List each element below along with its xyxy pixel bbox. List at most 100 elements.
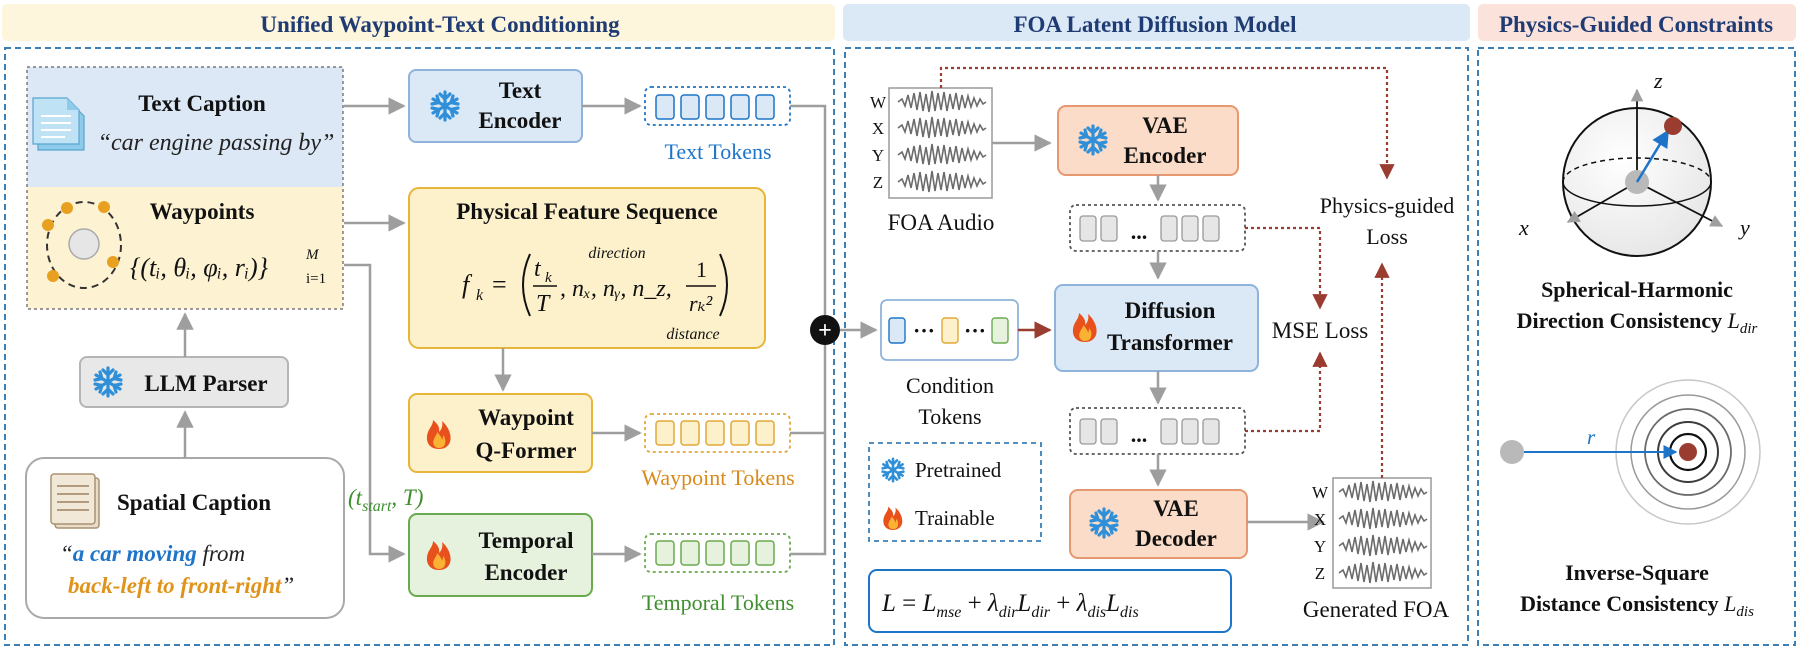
formula-f: f	[462, 270, 473, 299]
gen-channel-z: Z	[1315, 564, 1325, 583]
merge-line-temporal	[790, 433, 827, 556]
waypoint-tokens	[644, 413, 791, 453]
merge-line-waypoint	[790, 345, 827, 435]
sphere-illustration	[1562, 88, 1724, 257]
foa-channel-w: W	[870, 93, 887, 112]
condition-ellipsis-2: ···	[964, 318, 986, 343]
caption-waypoint-frame	[26, 66, 344, 310]
generated-foa-label: Generated FOA	[1303, 597, 1450, 622]
formula-right-paren	[719, 253, 728, 317]
latent-bottom-ellipsis: ...	[1131, 422, 1148, 447]
text-encoder-line1: Text	[499, 78, 542, 103]
text-caption-title: Text Caption	[138, 91, 266, 116]
gen-channel-y: Y	[1314, 537, 1326, 556]
formula-left-paren	[522, 253, 531, 317]
axis-y-label: y	[1738, 215, 1750, 240]
waypoints-title: Waypoints	[150, 199, 255, 224]
condition-tokens	[880, 299, 1019, 361]
diffusion-transformer-box	[1054, 284, 1259, 372]
scroll-icon	[50, 473, 100, 529]
time-label: (tstart, T)	[348, 485, 423, 515]
gen-channel-x: X	[1314, 510, 1326, 529]
loss-formula: L = Lmse + λdirLdir + λdisLdis	[881, 590, 1139, 621]
physical-feature-formula: f k = t k T , nₓ, nᵧ, n_z, 1 rₖ²	[462, 253, 728, 317]
foa-channel-z: Z	[873, 173, 883, 192]
formula-r-k-squared: rₖ²	[689, 291, 713, 316]
distance-constraint-line2: Distance Consistency Ldis	[1520, 591, 1754, 620]
text-tokens-label: Text Tokens	[664, 139, 771, 164]
panel-border-conditioning	[4, 47, 835, 646]
arrow-waypoints-to-temporal	[344, 263, 406, 563]
panel-title-physics: Physics-Guided Constraints	[1499, 12, 1773, 37]
formula-one: 1	[696, 257, 707, 282]
waypoint-qformer-line2: Q-Former	[476, 438, 577, 463]
diffusion-transformer-line2: Transformer	[1107, 330, 1233, 355]
condition-ellipsis-1: ···	[913, 318, 935, 343]
foa-audio-label: FOA Audio	[888, 210, 995, 235]
spatial-caption-title: Spatial Caption	[117, 490, 271, 515]
temporal-tokens	[644, 533, 791, 573]
panel-header-physics	[1478, 4, 1796, 41]
waypoints-subscript: i=1	[306, 271, 326, 287]
plus-circle-icon: +	[810, 315, 840, 345]
formula-n-terms: , nₓ, nᵧ, n_z,	[560, 276, 672, 302]
vae-decoder-box	[1069, 489, 1248, 559]
spatial-caption-line1: “a car moving from	[60, 541, 245, 566]
physics-loss-line2: Loss	[1366, 224, 1408, 249]
panel-title-diffusion: FOA Latent Diffusion Model	[1013, 12, 1296, 37]
vae-decoder-line2: Decoder	[1135, 526, 1217, 551]
direction-constraint-line2: Direction Consistency Ldir	[1517, 308, 1758, 337]
waypoint-tokens-label: Waypoint Tokens	[641, 465, 794, 490]
vae-encoder-box	[1057, 105, 1239, 176]
arrow-latent-to-mse-bottom	[1245, 351, 1328, 433]
physical-feature-title: Physical Feature Sequence	[456, 199, 718, 224]
temporal-tokens-label: Temporal Tokens	[642, 590, 794, 615]
mse-loss-label: MSE Loss	[1272, 318, 1369, 343]
merge-line-text	[790, 104, 827, 315]
vae-encoder-line1: VAE	[1142, 113, 1188, 138]
panel-header-conditioning	[2, 4, 835, 41]
distance-note: distance	[666, 326, 719, 343]
panel-header-diffusion	[843, 4, 1470, 41]
legend-pretrained: Pretrained	[915, 458, 1002, 482]
vae-encoder-line2: Encoder	[1123, 143, 1206, 168]
waypoint-orbit-icon	[42, 201, 122, 289]
physical-feature-box	[408, 187, 766, 349]
condition-tokens-line1: Condition	[906, 373, 994, 398]
text-tokens	[644, 86, 791, 126]
formula-f-sub: k	[476, 287, 484, 304]
loss-formula-box	[868, 569, 1232, 633]
document-icon	[32, 97, 85, 151]
foa-channel-y: Y	[872, 146, 884, 165]
spatial-caption-line2: back-left to front-right”	[68, 573, 294, 598]
vae-decoder-line1: VAE	[1153, 496, 1199, 521]
concentric-rings	[1500, 379, 1761, 525]
waypoints-superscript: M	[305, 247, 320, 263]
distance-symbol: r	[1587, 425, 1596, 449]
text-caption-quote: “car engine passing by”	[98, 130, 335, 156]
waypoint-qformer-line1: Waypoint	[478, 405, 574, 430]
latent-top-ellipsis: ...	[1131, 219, 1148, 244]
foa-channel-x: X	[872, 119, 884, 138]
direction-constraint-line1: Spherical-Harmonic	[1541, 277, 1733, 302]
panel-border-physics	[1477, 47, 1796, 646]
formula-equals: =	[492, 270, 507, 299]
llm-parser-label: LLM Parser	[144, 371, 267, 396]
legend-trainable: Trainable	[915, 506, 995, 530]
condition-tokens-line2: Tokens	[918, 404, 981, 429]
temporal-encoder-line1: Temporal	[479, 528, 574, 553]
panel-border-diffusion	[844, 47, 1469, 646]
formula-t: t	[534, 256, 542, 282]
axis-z-label: z	[1653, 68, 1663, 93]
gen-channel-w: W	[1312, 483, 1329, 502]
formula-T: T	[536, 291, 551, 317]
arrow-audio-to-physics-loss	[939, 66, 1395, 180]
axis-x-label: x	[1518, 215, 1529, 240]
direction-note: direction	[588, 245, 645, 262]
formula-t-sub: k	[545, 270, 552, 286]
text-encoder-line2: Encoder	[478, 108, 561, 133]
distance-constraint-line1: Inverse-Square	[1565, 560, 1709, 585]
arrow-latent-to-mse	[1245, 226, 1328, 310]
latent-tokens-bottom	[1069, 407, 1246, 455]
physics-loss-line1: Physics-guided	[1320, 193, 1454, 218]
